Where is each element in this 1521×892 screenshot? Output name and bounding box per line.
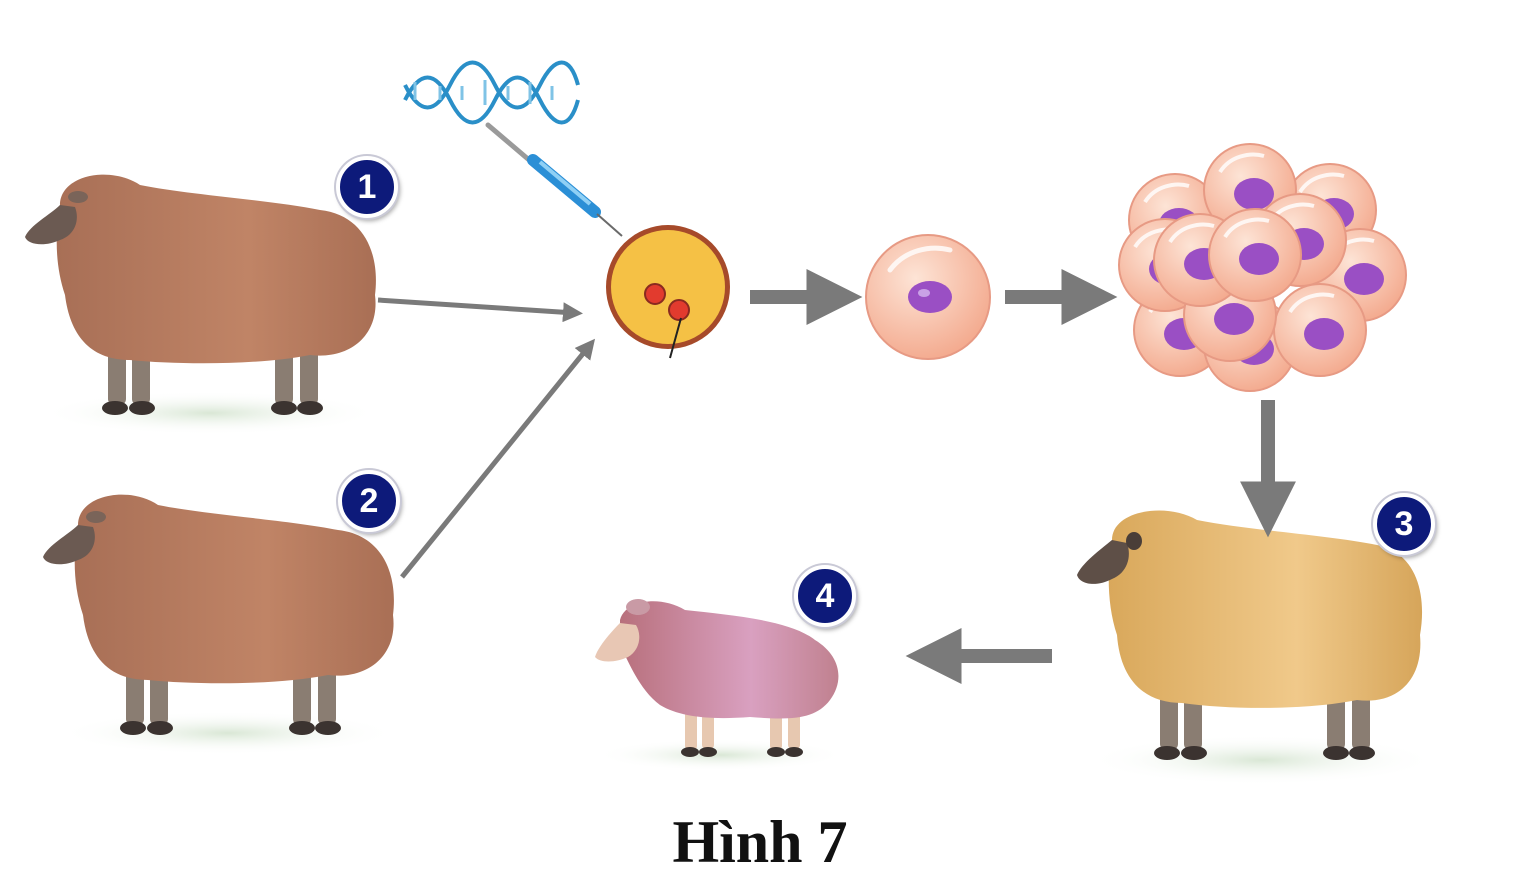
syringe-icon [485,122,623,237]
embryo-cluster [1118,143,1407,392]
process-arrows [377,269,1296,684]
badge-2: 2 [338,470,400,532]
arrow-1-to-egg [377,297,583,323]
badge-1: 1 [336,156,398,218]
badge-4: 4 [794,565,856,627]
sheep-3 [1077,510,1437,785]
sheep-2 [43,494,398,755]
arrow-2-to-egg [400,338,596,579]
single-cell [865,234,991,360]
embryo-cell [1208,208,1302,302]
fertilized-egg [606,225,730,359]
badge-3: 3 [1373,493,1435,555]
dna-icon [403,60,580,125]
sheep-1 [25,174,380,435]
figure-caption: Hình 7 [672,809,848,875]
sheep-4-lamb [595,599,845,771]
embryo-cell [1273,283,1367,377]
